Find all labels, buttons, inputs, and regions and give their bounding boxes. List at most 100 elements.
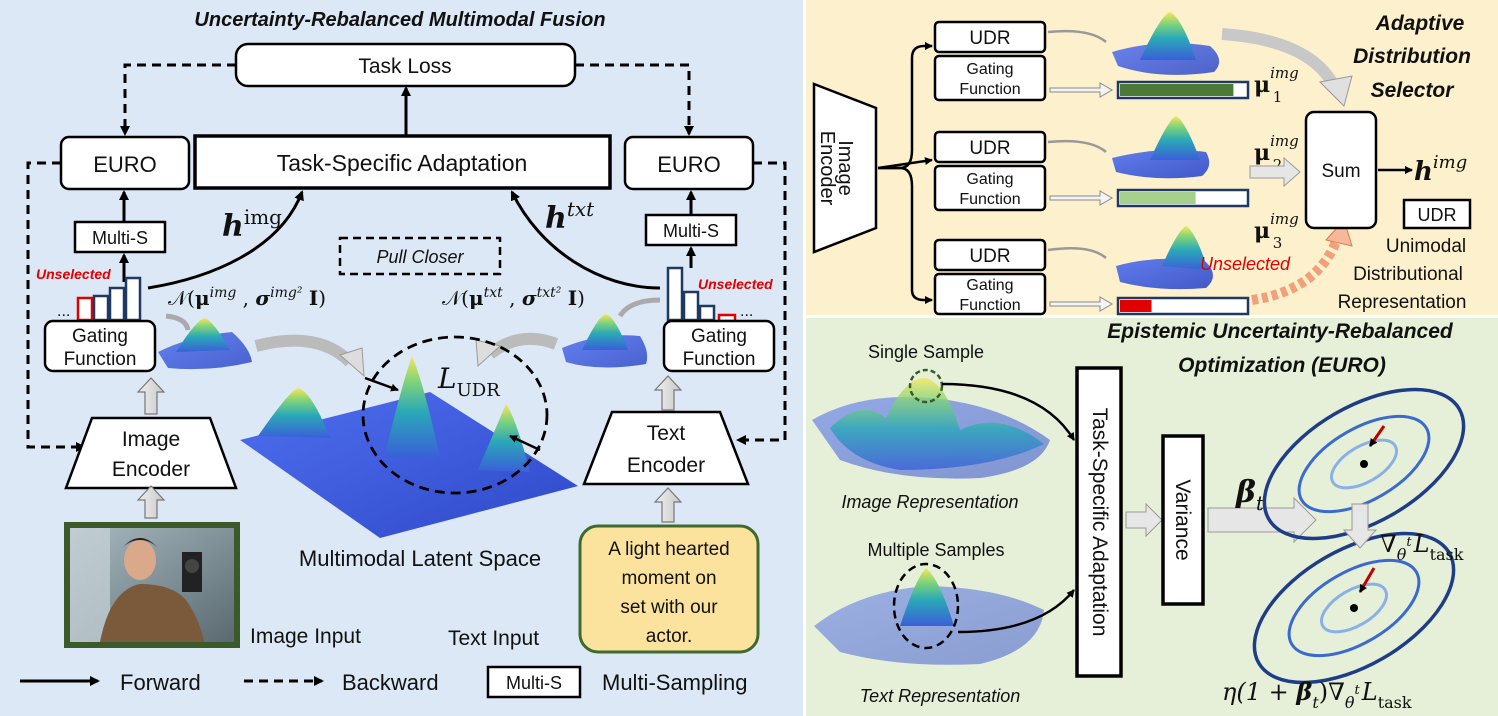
bar xyxy=(92,294,110,322)
bar xyxy=(666,266,684,322)
adaptive-title-line2: Distribution xyxy=(1353,45,1471,68)
tr-big-gray-arrow-to-sum xyxy=(1221,28,1340,90)
contour-plot-top xyxy=(1262,387,1466,541)
image-input-photo xyxy=(64,522,240,648)
tr-big-gray-arrow-head xyxy=(1318,75,1353,107)
legend-forward-label: Forward xyxy=(120,670,201,695)
gray-arrow-gating-to-dist-left xyxy=(165,313,191,331)
gating-left-box xyxy=(43,319,157,373)
image-representation-surface xyxy=(812,377,1050,479)
multi-s-left-label: Multi-S xyxy=(92,228,148,248)
arrow-h-img xyxy=(147,190,304,290)
tr-gate-fill-1 xyxy=(1120,84,1234,96)
image-input-label: Image Input xyxy=(250,625,361,648)
tr-udr-legend-box-label: UDR xyxy=(1418,205,1457,225)
variance-box xyxy=(1161,434,1205,606)
image-representation-label: Image Representation xyxy=(841,492,1018,512)
image-encoder-line1: Image xyxy=(122,428,180,451)
tr-gray-arrow-mu2-to-sum xyxy=(1249,156,1301,188)
gray-arrow-variance-to-beta xyxy=(1207,496,1317,544)
bar xyxy=(682,290,700,322)
tr-stack-3: UDR Gating Function xyxy=(933,238,1047,316)
tr-image-encoder-shape xyxy=(812,82,878,254)
arrow-single-to-tsa xyxy=(941,382,1076,441)
contour-top-point xyxy=(1360,460,1368,468)
euro-right-label: EURO xyxy=(657,152,721,177)
gray-up-arrow-text-to-encoder xyxy=(653,487,683,523)
adaptive-title-line1: Adaptive xyxy=(1375,12,1465,35)
tr-gray-arrow-gate2 xyxy=(1049,190,1113,206)
task-specific-adaptation-label: Task-Specific Adaptation xyxy=(277,150,528,176)
tr-image-encoder-line2-visible: Encoder xyxy=(816,131,838,206)
gating-right-line1: Gating xyxy=(691,326,747,347)
bar xyxy=(698,304,716,322)
pull-closer-box xyxy=(338,236,502,276)
text-representation-surface xyxy=(814,568,1044,665)
gray-up-arrow-encoder-to-gating-right xyxy=(653,375,683,411)
tr-udr-3: UDR xyxy=(969,246,1010,267)
variance-label: Variance xyxy=(1171,479,1194,560)
bar-unselected xyxy=(76,296,94,322)
tr-gray-arrow-udr3 xyxy=(1047,247,1107,259)
tr-gate-fill-2 xyxy=(1120,192,1196,204)
normal-txt-label: 𝒩(μtxt , σtxt² I) xyxy=(442,285,585,310)
br-tsa-box xyxy=(1075,366,1123,678)
task-specific-adaptation-box xyxy=(193,134,612,190)
gray-arrow-dist-to-latent-left-head xyxy=(339,347,365,378)
unselected-right-label: Unselected xyxy=(698,276,773,292)
tr-image-encoder-line1: Image xyxy=(834,140,856,196)
gray-arrow-down-contours xyxy=(1342,503,1378,549)
gating-right-box xyxy=(662,319,776,373)
unselected-left-label: Unselected xyxy=(36,266,111,282)
contour-bottom-red-arrow xyxy=(1358,567,1376,593)
beta-label: βt xyxy=(1235,475,1265,515)
tr-gate-bar-1 xyxy=(1116,80,1250,100)
pull-closer-label: Pull Closer xyxy=(376,247,464,267)
tr-udr-legend-line3: Representation xyxy=(1338,292,1467,313)
tr-unselected-arrow xyxy=(1251,234,1343,305)
backward-euro-right-to-text-encoder xyxy=(736,161,787,445)
tr-gating-2a: Gating xyxy=(966,171,1013,188)
text-encoder-line1: Text xyxy=(647,422,686,445)
arrow-pull-left xyxy=(364,376,399,392)
text-input-box xyxy=(578,524,760,654)
text-encoder-line2: Encoder xyxy=(627,454,705,477)
euro-title-line1: Epistemic Uncertainty-Rebalanced xyxy=(1107,320,1454,343)
bar xyxy=(108,286,126,322)
tr-dist-2 xyxy=(1112,116,1210,179)
grad-label: ∇θtLtask xyxy=(1380,530,1464,564)
tr-gate-fill-3 xyxy=(1120,300,1152,312)
backward-loss-to-euro-right xyxy=(575,63,694,136)
text-representation-label: Text Representation xyxy=(860,686,1020,706)
tr-gating-3a: Gating xyxy=(966,277,1013,294)
multi-s-right-label: Multi-S xyxy=(663,221,719,241)
legend-multi-s-label: Multi-S xyxy=(506,673,562,693)
latent-space-label: Multimodal Latent Space xyxy=(299,546,541,571)
tr-sum-label: Sum xyxy=(1321,161,1360,182)
single-sample-label: Single Sample xyxy=(868,342,984,362)
text-sample-line2: moment on xyxy=(621,568,716,589)
contour-plot-bottom xyxy=(1252,531,1456,685)
tr-gray-arrow-udr1 xyxy=(1047,29,1107,43)
tr-gray-arrow-gate1 xyxy=(1049,82,1113,98)
normal-img-label: 𝒩(μimg , σimg² I) xyxy=(168,285,326,310)
tr-branch-mid xyxy=(877,157,933,170)
h-img-label: himg xyxy=(222,205,282,244)
arrow-h-txt xyxy=(510,190,661,290)
tr-gating-3b: Function xyxy=(959,297,1020,314)
dots-left: ... xyxy=(57,303,70,320)
br-tsa-label: Task-Specific Adaptation xyxy=(1088,408,1111,637)
gating-right-line2: Function xyxy=(683,349,756,370)
gating-left-line1: Gating xyxy=(72,326,128,347)
left-panel-title: Uncertainty-Rebalanced Multimodal Fusion xyxy=(194,9,605,31)
tr-dist-1 xyxy=(1112,12,1220,75)
latent-space-surface xyxy=(240,356,578,538)
euro-title-line2: Optimization (EURO) xyxy=(1178,354,1386,377)
tr-udr-legend-line2: Distributional xyxy=(1353,264,1463,285)
tr-dist-3 xyxy=(1116,226,1213,290)
single-sample-circle xyxy=(908,368,944,404)
contour-bottom-point xyxy=(1350,604,1358,612)
task-loss-label: Task Loss xyxy=(358,55,451,78)
